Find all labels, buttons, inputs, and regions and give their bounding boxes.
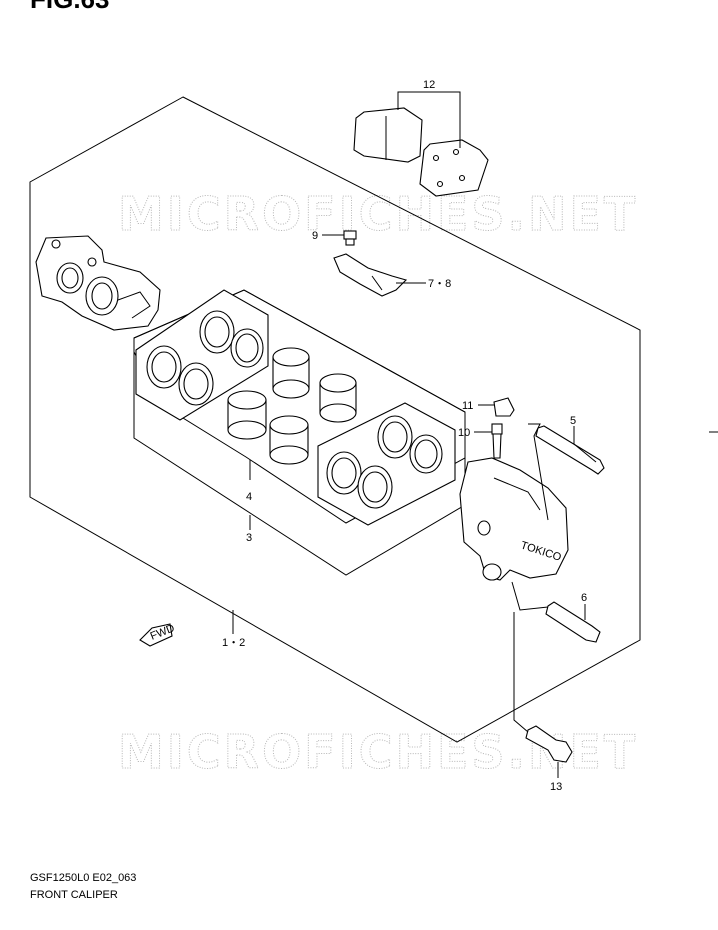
callout-11: 11 — [462, 400, 473, 412]
watermark-top: MICROFICHES.NET — [118, 187, 638, 241]
pad-pin-5 — [535, 425, 605, 475]
callout-labels: 12 9 7・8 11 10 5 4 3 6 1・2 13 — [222, 79, 587, 793]
callout-7-8: 7・8 — [428, 278, 451, 290]
diagram-name: FRONT CALIPER — [30, 889, 118, 901]
assembly-outline — [29, 96, 641, 743]
caliper-bolt-6 — [545, 601, 601, 643]
caliper-body-right: TOKICO — [459, 457, 569, 581]
callout-9: 9 — [312, 230, 318, 242]
caliper-body-left — [35, 235, 161, 331]
pad-spring — [333, 253, 408, 297]
bleeder-cap-11 — [493, 397, 515, 417]
bleeder-valve-10 — [491, 423, 503, 459]
brake-pads — [353, 107, 489, 197]
pistons — [227, 347, 357, 465]
figure-title: FIG.63 — [30, 0, 109, 15]
callout-12: 12 — [423, 79, 435, 91]
pad-bolt-9 — [343, 230, 357, 246]
callout-3: 3 — [246, 532, 252, 544]
callout-4: 4 — [246, 491, 252, 503]
callout-6: 6 — [581, 592, 587, 604]
diagram-code: GSF1250L0 E02_063 — [30, 872, 137, 884]
seal-set-left — [135, 289, 269, 421]
callout-5: 5 — [570, 415, 576, 427]
seal-set-right — [317, 402, 456, 526]
callout-1-2: 1・2 — [222, 637, 245, 649]
callout-10: 10 — [458, 427, 470, 439]
caliper-bolt-13 — [525, 725, 573, 763]
leader-lines — [232, 91, 597, 778]
callout-13: 13 — [550, 781, 562, 793]
forward-arrow-icon: FWD — [139, 622, 176, 647]
